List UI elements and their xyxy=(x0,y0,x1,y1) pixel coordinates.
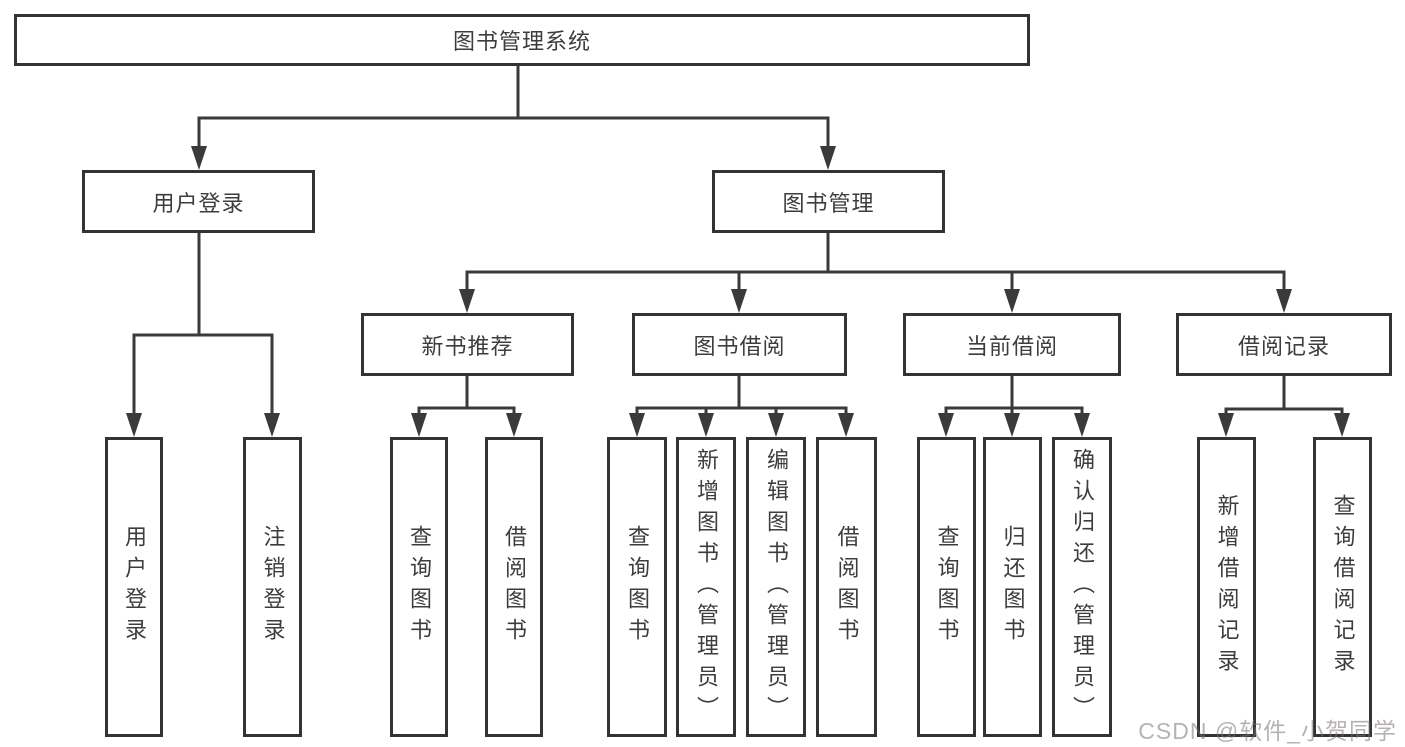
node-leaf-edit-book-admin: 编辑图书（管理员） xyxy=(746,437,806,737)
node-book-management: 图书管理 xyxy=(712,170,945,233)
arrow-down-icon xyxy=(459,289,475,313)
node-root-label: 图书管理系统 xyxy=(452,29,591,54)
node-leaf-query-borrow-record: 查询借阅记录 xyxy=(1313,437,1372,737)
node-leaf-borrow-books-1-label: 借阅图书 xyxy=(502,525,527,649)
node-leaf-add-borrow-record-label: 新增借阅记录 xyxy=(1214,494,1240,680)
node-leaf-logout: 注销登录 xyxy=(243,437,302,737)
connector xyxy=(1224,407,1344,419)
arrow-down-icon xyxy=(820,146,836,170)
csdn-watermark: CSDN @软件_小贺同学 xyxy=(1138,718,1397,744)
arrow-down-icon xyxy=(731,289,747,313)
arrow-down-icon xyxy=(938,413,954,437)
node-book-borrow: 图书借阅 xyxy=(632,313,847,376)
arrow-down-icon xyxy=(838,413,854,437)
arrow-down-icon xyxy=(1276,289,1292,313)
arrow-down-icon xyxy=(1218,413,1234,437)
arrow-down-icon xyxy=(1004,289,1020,313)
node-leaf-logout-label: 注销登录 xyxy=(260,525,286,649)
arrow-down-icon xyxy=(126,413,142,437)
node-leaf-query-books-3-label: 查询图书 xyxy=(934,525,960,649)
arrow-down-icon xyxy=(506,413,522,437)
node-current-borrow-label: 当前借阅 xyxy=(965,333,1058,359)
node-leaf-confirm-return-admin-label: 确认归还（管理员） xyxy=(1070,447,1095,727)
connector xyxy=(465,270,1286,295)
node-current-borrow: 当前借阅 xyxy=(903,313,1121,376)
node-leaf-borrow-books-2: 借阅图书 xyxy=(816,437,877,737)
node-borrow-records: 借阅记录 xyxy=(1176,313,1392,376)
connector xyxy=(197,116,830,150)
arrow-down-icon xyxy=(411,413,427,437)
node-leaf-query-books-1: 查询图书 xyxy=(390,437,448,737)
arrow-down-icon xyxy=(698,413,714,437)
node-leaf-add-book-admin-label: 新增图书（管理员） xyxy=(694,447,719,727)
node-leaf-borrow-books-1: 借阅图书 xyxy=(485,437,543,737)
node-leaf-user-login-label: 用户登录 xyxy=(122,525,147,649)
arrow-down-icon xyxy=(629,413,645,437)
node-user-login-label: 用户登录 xyxy=(152,190,245,216)
connector xyxy=(417,406,516,419)
node-leaf-query-borrow-record-label: 查询借阅记录 xyxy=(1330,494,1356,680)
node-new-book-recommend-label: 新书推荐 xyxy=(421,333,514,359)
connector xyxy=(132,333,274,419)
connector xyxy=(635,406,848,419)
arrow-down-icon xyxy=(1004,413,1020,437)
arrow-down-icon xyxy=(1334,413,1350,437)
node-root: 图书管理系统 xyxy=(14,14,1030,66)
arrow-down-icon xyxy=(768,413,784,437)
node-leaf-query-books-2: 查询图书 xyxy=(607,437,667,737)
node-leaf-user-login: 用户登录 xyxy=(105,437,163,737)
node-leaf-return-book-label: 归还图书 xyxy=(1000,525,1026,649)
node-leaf-query-books-1-label: 查询图书 xyxy=(407,525,432,649)
node-book-management-label: 图书管理 xyxy=(782,190,875,216)
node-leaf-query-books-2-label: 查询图书 xyxy=(625,525,650,649)
node-leaf-confirm-return-admin: 确认归还（管理员） xyxy=(1052,437,1112,737)
node-borrow-records-label: 借阅记录 xyxy=(1237,333,1330,359)
node-book-borrow-label: 图书借阅 xyxy=(693,333,786,359)
node-leaf-borrow-books-2-label: 借阅图书 xyxy=(834,525,860,649)
node-leaf-edit-book-admin-label: 编辑图书（管理员） xyxy=(764,447,789,727)
node-leaf-add-book-admin: 新增图书（管理员） xyxy=(676,437,736,737)
arrow-down-icon xyxy=(264,413,280,437)
arrow-down-icon xyxy=(1074,413,1090,437)
node-leaf-add-borrow-record: 新增借阅记录 xyxy=(1197,437,1256,737)
node-user-login: 用户登录 xyxy=(82,170,315,233)
node-leaf-query-books-3: 查询图书 xyxy=(917,437,976,737)
node-new-book-recommend: 新书推荐 xyxy=(361,313,574,376)
node-leaf-return-book: 归还图书 xyxy=(983,437,1042,737)
arrow-down-icon xyxy=(191,146,207,170)
